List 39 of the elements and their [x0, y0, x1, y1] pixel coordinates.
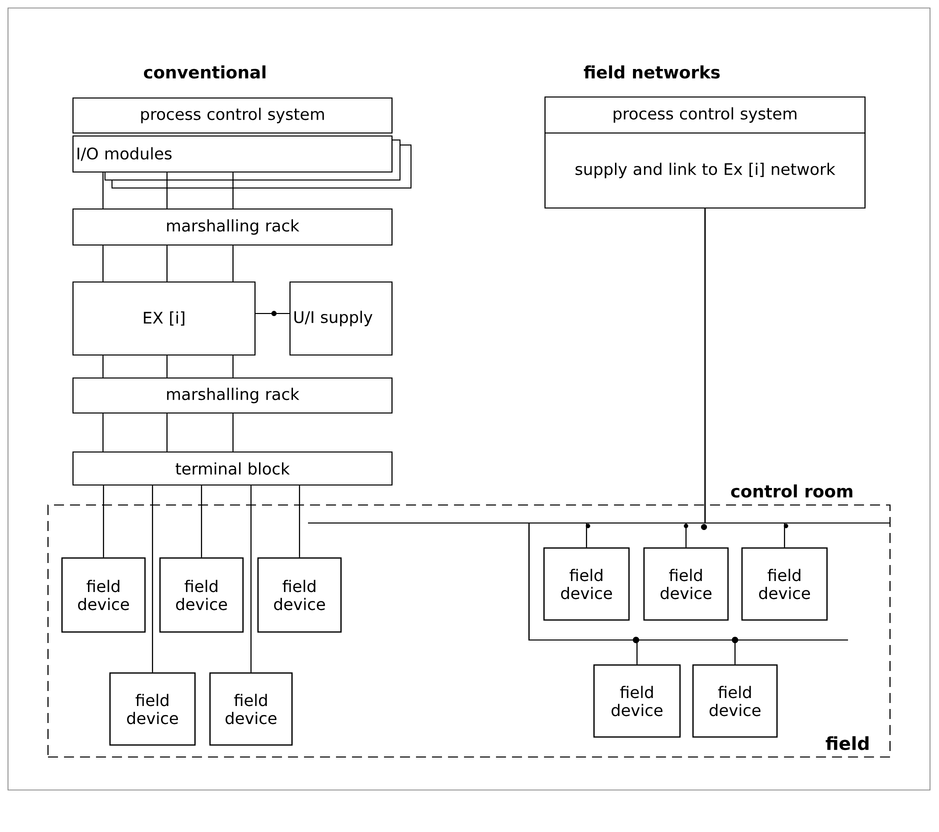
heading: conventional — [144, 65, 266, 79]
field-device-box: field device — [61, 557, 146, 633]
connector-line — [232, 356, 234, 378]
connector-line — [102, 414, 104, 452]
field-device-box: field device — [643, 547, 729, 621]
connector-line — [102, 356, 104, 378]
connector-line — [250, 486, 252, 672]
connector-line — [232, 246, 234, 282]
field-device-box: field device — [209, 672, 293, 746]
system-box: process control system — [544, 96, 866, 134]
field-device-box: field device — [159, 557, 244, 633]
field-device-box: field device — [692, 664, 778, 738]
field-device-box: field device — [741, 547, 828, 621]
heading: field networks — [584, 65, 720, 79]
field-device-box: field device — [593, 664, 681, 738]
connector-line — [166, 246, 168, 282]
connector-line — [166, 414, 168, 452]
connector-line — [102, 486, 104, 558]
connector-line — [166, 356, 168, 378]
field-device-box: field device — [109, 672, 196, 746]
connector-line — [102, 172, 104, 208]
connector-line — [166, 172, 168, 208]
connector-line — [256, 312, 290, 314]
system-box: marshalling rack — [72, 208, 393, 246]
system-box: I/O modules — [72, 135, 393, 173]
system-box: EX [i] — [72, 281, 256, 356]
system-box: U/I supply — [289, 281, 393, 356]
connector-line — [232, 172, 234, 208]
field-device-box: field device — [543, 547, 630, 621]
system-box: process control system — [72, 97, 393, 134]
connector-line — [232, 414, 234, 452]
system-box: marshalling rack — [72, 377, 393, 414]
connector-line — [298, 486, 300, 558]
connector-line — [152, 486, 154, 672]
field-device-box: field device — [257, 557, 342, 633]
heading: control room — [731, 484, 852, 498]
system-box: terminal block — [72, 451, 393, 486]
connector-line — [200, 486, 202, 558]
connector-line — [102, 246, 104, 282]
